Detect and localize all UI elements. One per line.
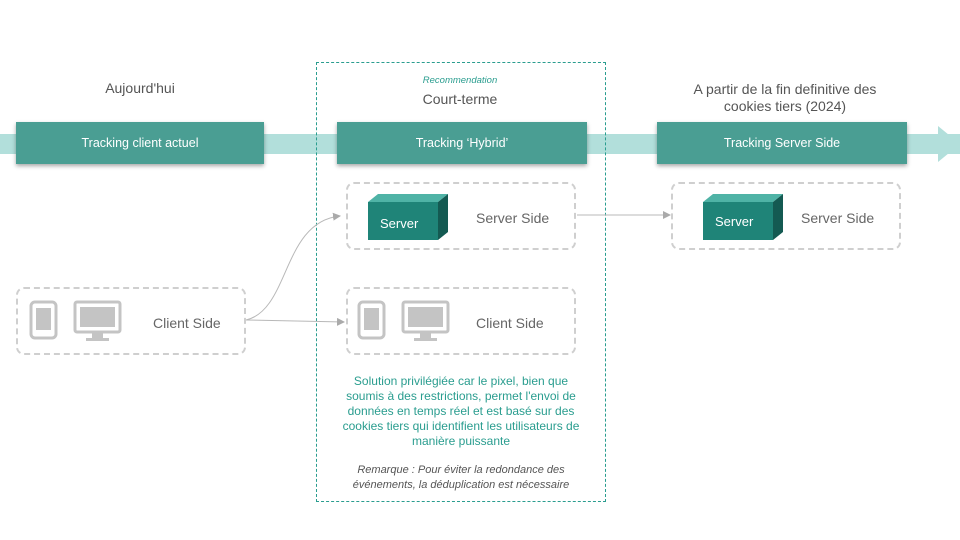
hybrid-client-box: Client Side <box>346 287 576 355</box>
note-line: cookies tiers qui identifient les utilis… <box>342 419 580 433</box>
band-server-side: Tracking Server Side <box>657 122 907 164</box>
server-cube-icon <box>368 194 448 240</box>
note-line: Solution privilégiée car le pixel, bien … <box>353 374 569 388</box>
future-heading-line1: A partir de la fin definitive des <box>693 81 877 97</box>
short-term-heading: Court-terme <box>422 91 498 107</box>
smartphone-icon <box>29 300 58 340</box>
monitor-icon <box>73 300 122 341</box>
note-line: soumis à des restrictions, permet l'envo… <box>346 389 576 403</box>
note-line: manière puissante <box>411 434 511 448</box>
hybrid-server-box: Server Server Side <box>346 182 576 250</box>
today-client-box: Client Side <box>16 287 246 355</box>
remark-line: événements, la déduplication est nécessa… <box>352 479 570 491</box>
today-heading: Aujourd'hui <box>105 80 175 96</box>
future-server-label: Server Side <box>801 210 875 226</box>
today-client-label: Client Side <box>153 315 221 331</box>
recommendation-label: Recommendation <box>422 75 498 86</box>
hybrid-client-label: Client Side <box>476 315 544 331</box>
hybrid-server-icon-label: Server <box>380 216 419 231</box>
recommendation-frame <box>316 62 606 502</box>
deduplication-remark: Remarque : Pour éviter la redondance des… <box>316 463 606 493</box>
monitor-icon <box>401 300 450 341</box>
connector-client-to-server <box>245 212 341 321</box>
recommendation-note: Solution privilégiée car le pixel, bien … <box>316 374 606 449</box>
smartphone-icon <box>357 300 386 340</box>
future-server-icon-label: Server <box>715 214 754 229</box>
band-today: Tracking client actuel <box>16 122 264 164</box>
note-line: données en temps réel et est basé sur de… <box>347 404 575 418</box>
future-heading-line2: cookies tiers (2024) <box>723 98 847 114</box>
server-cube-icon <box>703 194 783 240</box>
future-server-box: Server Server Side <box>671 182 901 250</box>
remark-line: Remarque : Pour éviter la redondance des <box>357 464 565 476</box>
future-heading: A partir de la fin definitive des cookie… <box>640 81 930 115</box>
connector-client-to-client <box>245 317 345 326</box>
band-hybrid: Tracking ‘Hybrid’ <box>337 122 587 164</box>
hybrid-server-label: Server Side <box>476 210 550 226</box>
timeline-arrow-head <box>938 126 960 162</box>
